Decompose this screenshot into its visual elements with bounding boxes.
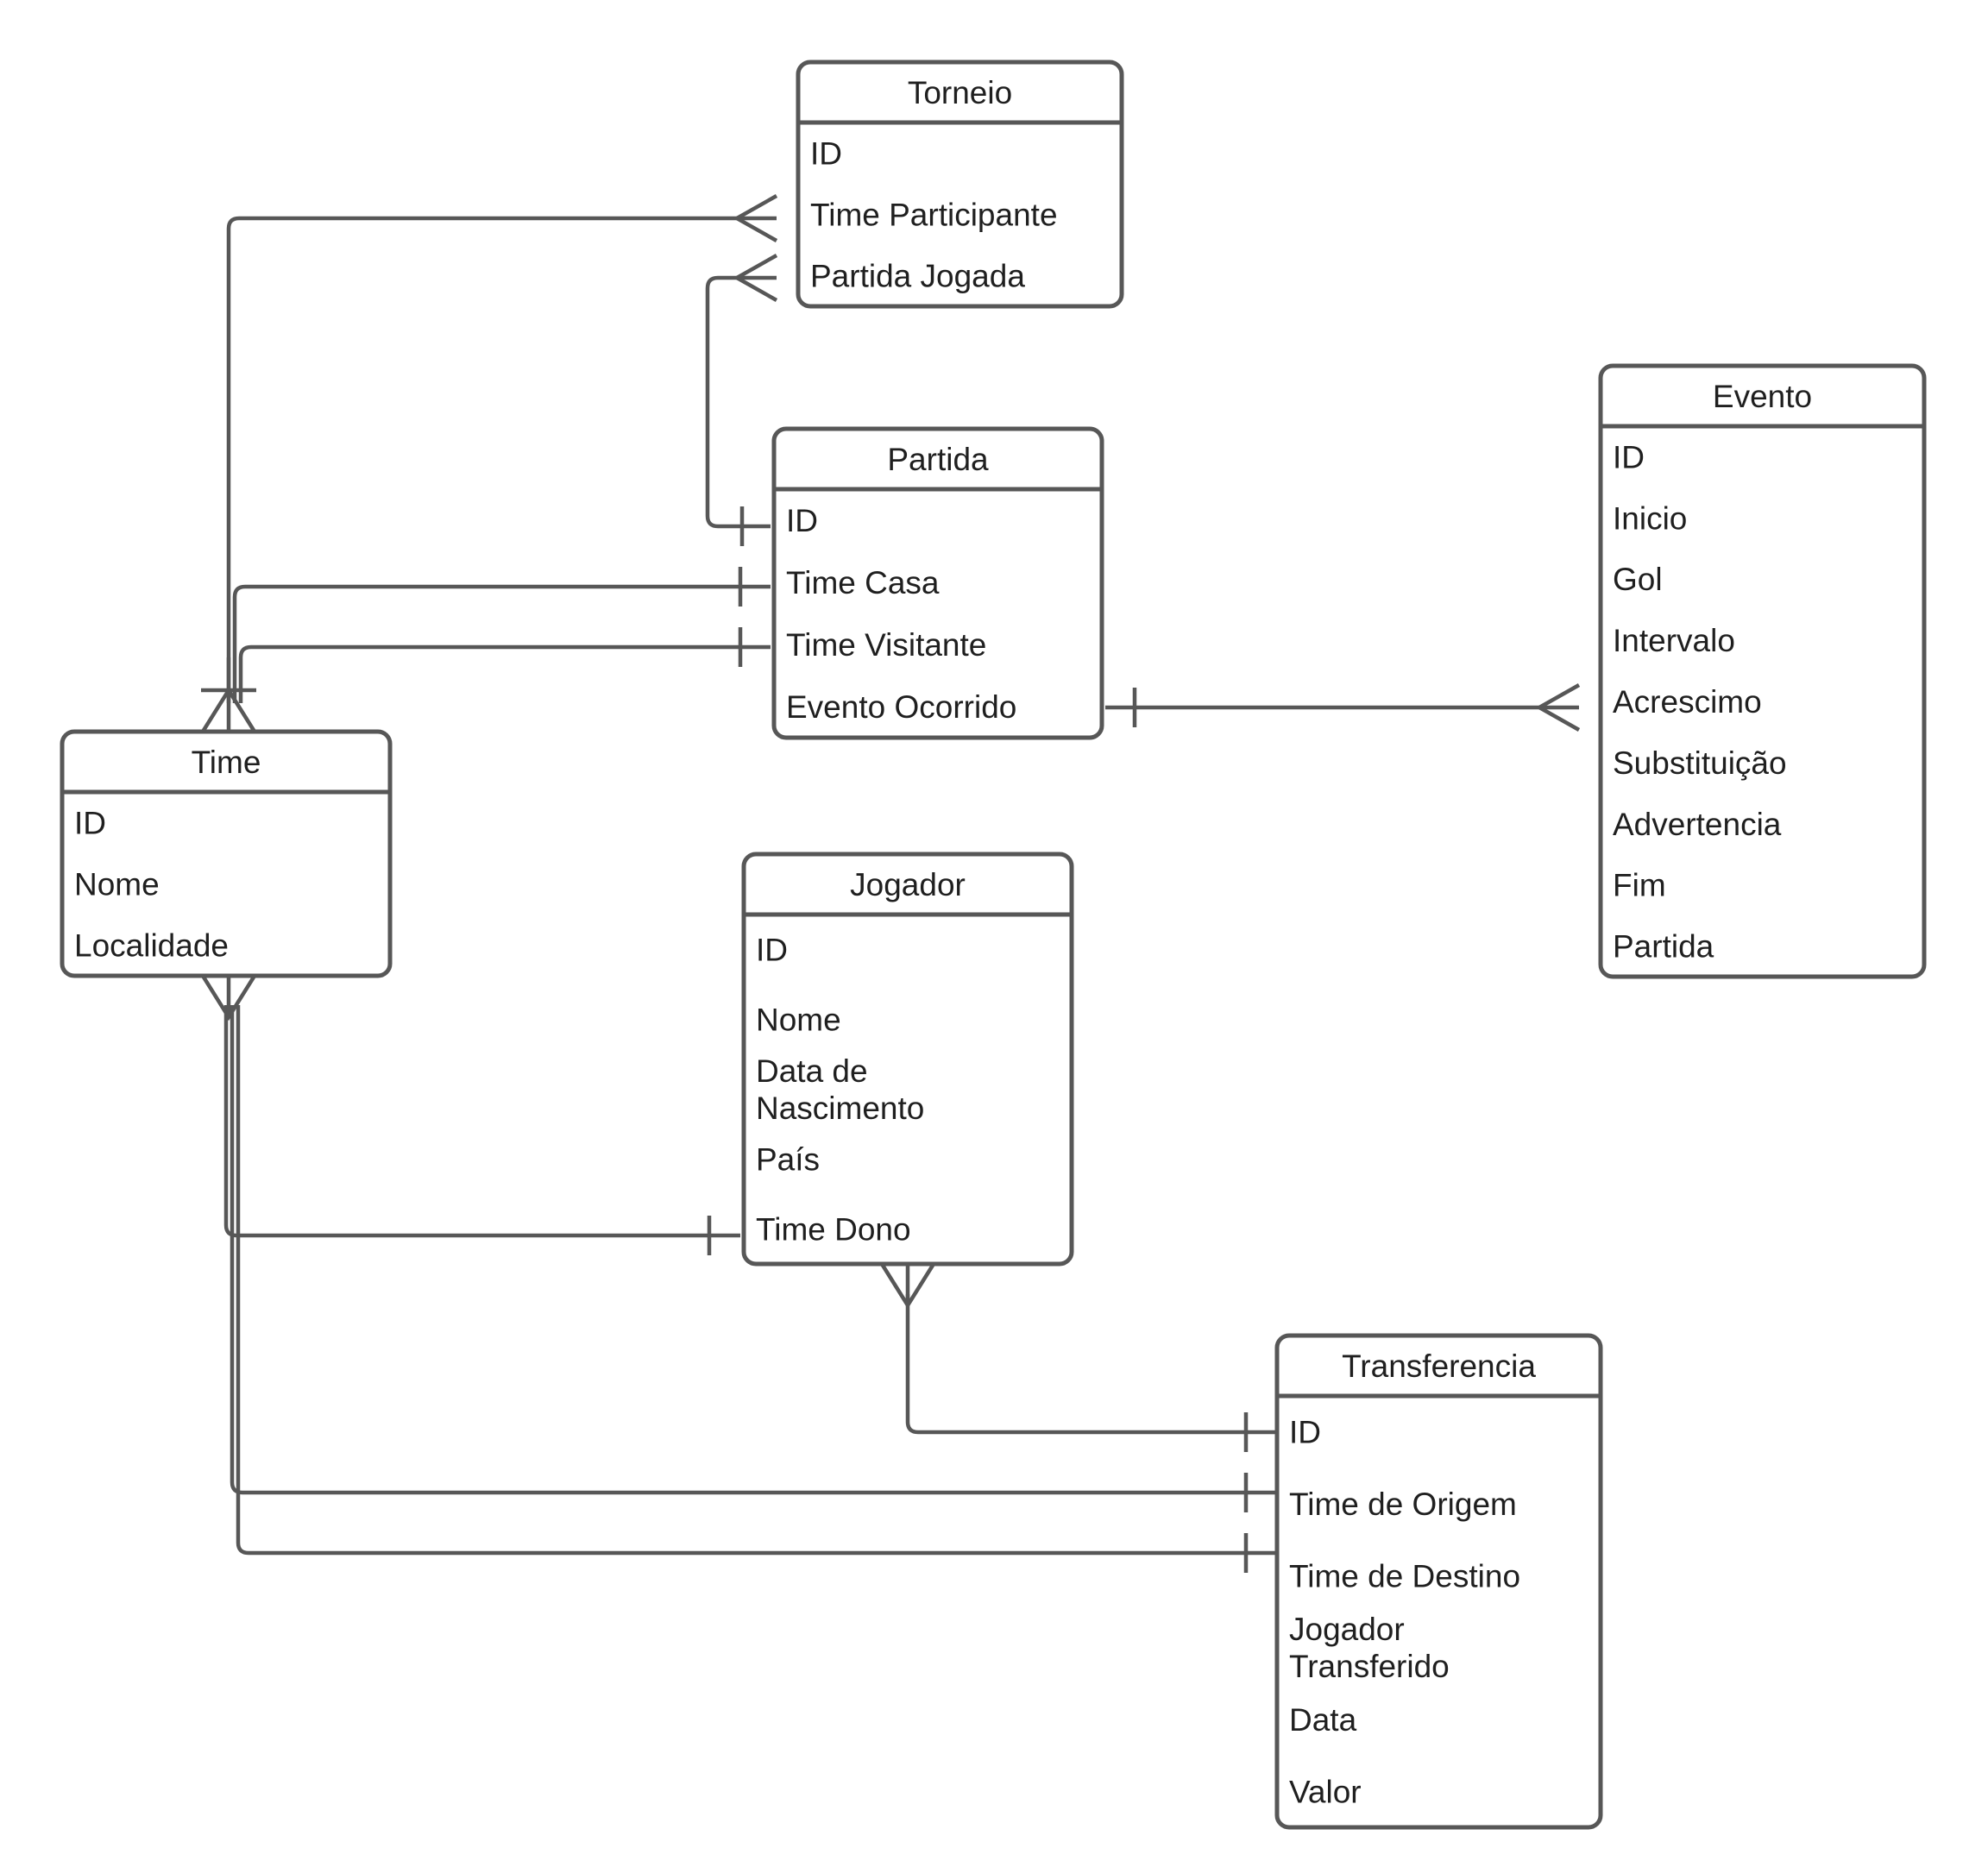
entity-field-label: País (756, 1142, 820, 1178)
endpoint-markers-layer (201, 657, 935, 1310)
entity-field-label: Time Casa (786, 565, 940, 600)
entity-field-label: Nascimento (756, 1091, 924, 1126)
entity-field-label: Time Dono (756, 1212, 911, 1248)
entity-field-label: Partida (1613, 929, 1714, 965)
entity-field-label: Advertencia (1613, 807, 1782, 842)
entity-field-label: ID (786, 503, 818, 538)
relationship-time-transferencia-origem (230, 1005, 1275, 1512)
relationship-line (905, 1294, 1275, 1435)
entity-box-evento[interactable] (1598, 363, 1927, 979)
entity-field-label: Evento Ocorrido (786, 689, 1016, 725)
relationship-line (236, 1005, 1275, 1556)
relationship-jogador-transferencia (905, 1294, 1275, 1452)
entity-field-label: Substituição (1613, 745, 1787, 781)
relationship-time-jogador (223, 1005, 740, 1255)
crows-foot-many-marker (733, 194, 778, 242)
entity-field-label: Nome (756, 1003, 841, 1038)
entity-field-label: Data (1289, 1702, 1357, 1738)
entity-title-partida: Partida (887, 442, 989, 477)
entity-field-label: Acrescimo (1613, 684, 1762, 720)
entity-field-label: ID (810, 136, 842, 172)
entity-field-label: Transferido (1289, 1649, 1450, 1684)
entity-field-label: Time Participante (810, 198, 1058, 233)
entity-field-label: Fim (1613, 868, 1666, 903)
entity-field-label: Jogador (1289, 1612, 1405, 1647)
entity-field-label: Time Visitante (786, 627, 986, 663)
entity-box-partida[interactable] (771, 426, 1104, 740)
relationship-time-transferencia-destino (236, 1005, 1275, 1573)
crows-foot-many-marker (733, 254, 778, 302)
entity-field-label: Intervalo (1613, 623, 1735, 658)
endpoint-time-bottom-crowsfoot (201, 974, 256, 1022)
entity-field-label: Time de Destino (1289, 1558, 1520, 1594)
relationship-line (238, 644, 771, 703)
relationship-partida-evento (1105, 683, 1581, 732)
endpoint-jogador-bottom-crowsfoot (880, 1262, 935, 1310)
entity-field-label: Nome (74, 867, 160, 902)
entity-field-label: Data de (756, 1053, 868, 1089)
entity-field-label: Time de Origem (1289, 1487, 1517, 1522)
relationships-layer (223, 194, 1581, 1573)
relationship-line (223, 1005, 740, 1238)
relationship-time-torneio (226, 194, 778, 703)
entity-field-label: ID (756, 933, 788, 968)
entity-title-torneio: Torneio (908, 75, 1012, 110)
entity-title-evento: Evento (1713, 379, 1812, 414)
relationship-line (232, 584, 771, 703)
relationship-time-partida-casa (232, 567, 771, 703)
entity-field-label: Valor (1289, 1774, 1362, 1809)
entity-title-time: Time (192, 745, 261, 780)
entity-box-transferencia[interactable] (1274, 1333, 1603, 1830)
entity-title-jogador: Jogador (850, 867, 966, 902)
relationship-partida-torneio (705, 254, 778, 546)
entity-field-label: ID (1613, 439, 1645, 475)
entity-field-label: Partida Jogada (810, 259, 1025, 294)
entity-field-label: Gol (1613, 562, 1663, 597)
entity-field-label: Localidade (74, 928, 229, 964)
relationship-line (705, 275, 777, 529)
entity-field-label: ID (74, 806, 106, 841)
entity-field-label: Inicio (1613, 500, 1687, 536)
endpoint-time-top-crowsfoot (201, 657, 256, 733)
relationship-line (230, 1005, 1275, 1495)
relationship-time-partida-visitante (238, 627, 771, 703)
entity-title-transferencia: Transferencia (1342, 1348, 1536, 1384)
relationship-line (226, 216, 777, 703)
entity-field-label: ID (1289, 1415, 1321, 1450)
crows-foot-many-marker (1535, 683, 1581, 732)
